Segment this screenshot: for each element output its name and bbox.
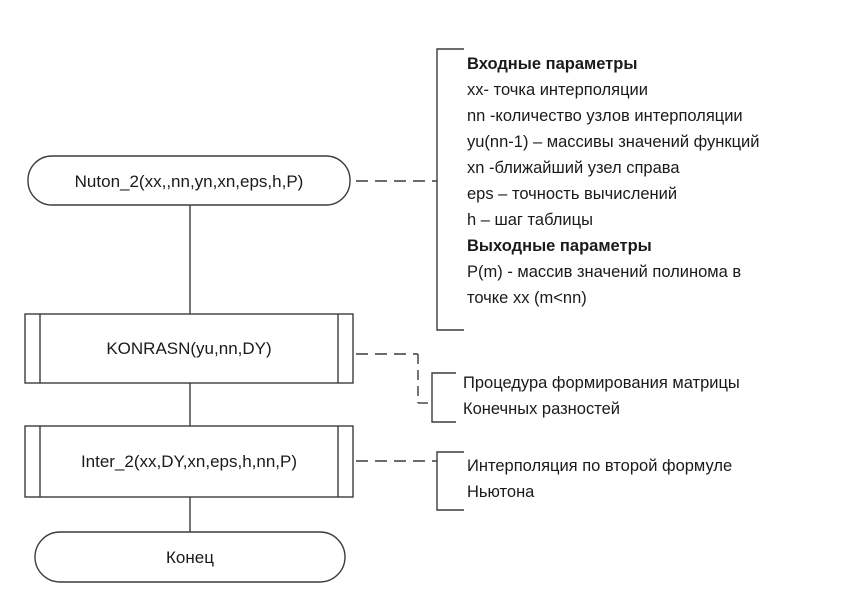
inter-annotation: Интерполяция по второй формуле Ньютона xyxy=(467,453,732,505)
inter-process-shape xyxy=(24,425,354,498)
end-terminator-label: Конец xyxy=(166,548,214,567)
params-annotation-bracket xyxy=(436,48,464,331)
input-param-eps: eps – точность вычислений xyxy=(467,185,678,203)
input-params-header: Входные параметры xyxy=(467,55,638,73)
params-annotation: Входные параметры xx- точка интерполяции… xyxy=(467,51,759,311)
inter-annotation-line1: Интерполяция по второй формуле xyxy=(467,457,733,475)
input-param-xn: xn -ближайший узел справа xyxy=(467,159,680,177)
output-param-p-line1: P(m) - массив значений полинома в xyxy=(467,263,742,281)
inter-annotation-line2: Ньютона xyxy=(467,483,535,501)
input-param-h: h – шаг таблицы xyxy=(467,211,593,229)
konrasn-annotation-bracket xyxy=(431,372,456,423)
output-param-p-line2: точке xx (m<nn) xyxy=(467,289,587,307)
inter-annotation-bracket xyxy=(436,451,464,511)
end-terminator-shape xyxy=(34,531,346,583)
konrasn-annotation-line2: Конечных разностей xyxy=(463,400,620,418)
input-param-nn: nn -количество узлов интерполяции xyxy=(467,107,743,125)
konrasn-annotation-line1: Процедура формирования матрицы xyxy=(463,374,740,392)
input-param-yu: yu(nn-1) – массивы значений функций xyxy=(467,133,760,151)
input-param-xx: xx- точка интерполяции xyxy=(467,81,648,99)
konrasn-annotation: Процедура формирования матрицы Конечных … xyxy=(463,370,740,422)
konrasn-process-shape xyxy=(24,313,354,384)
output-params-header: Выходные параметры xyxy=(467,237,652,255)
start-terminator-shape xyxy=(27,155,351,206)
start-terminator-label: Nuton_2(xx,,nn,yn,xn,eps,h,P) xyxy=(75,172,304,191)
konrasn-process-label: KONRASN(yu,nn,DY) xyxy=(106,339,271,358)
inter-process-label: Inter_2(xx,DY,xn,eps,h,nn,P) xyxy=(81,452,297,471)
